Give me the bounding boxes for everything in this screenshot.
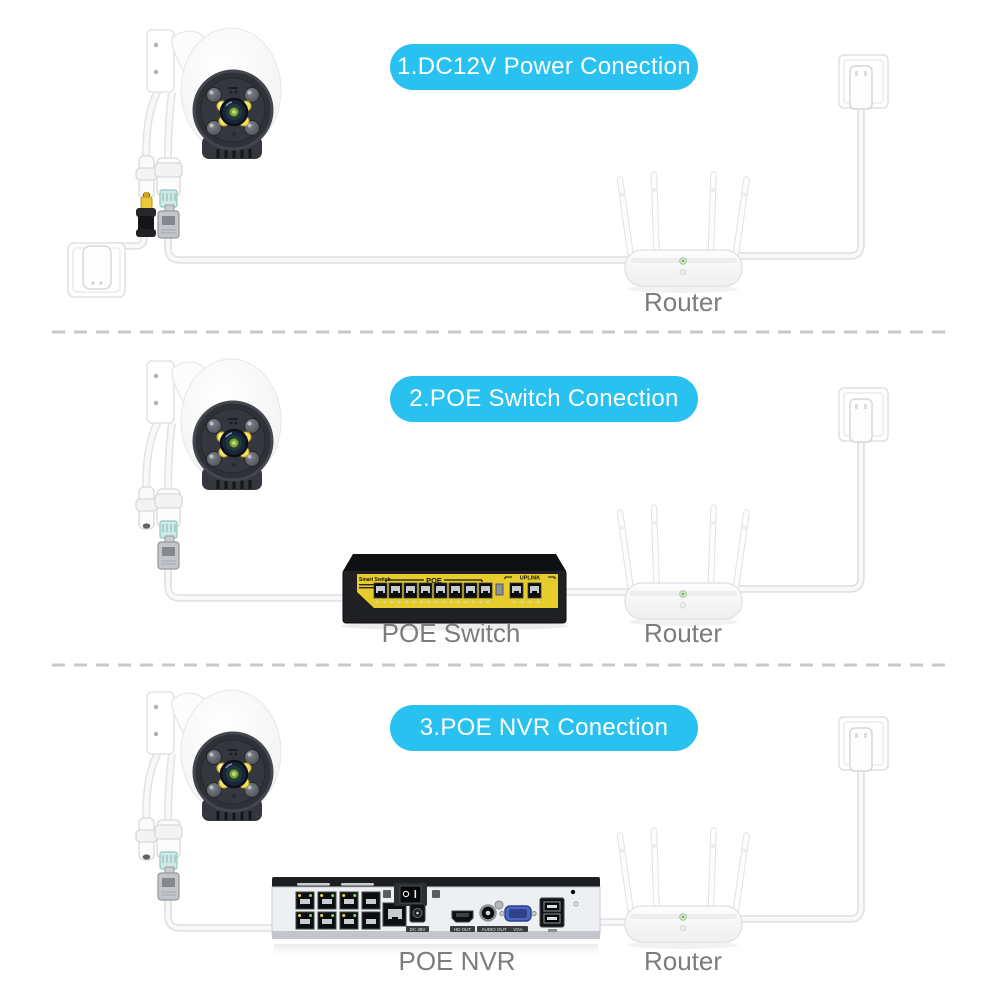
nvr-audio-out: AUDIO OUT xyxy=(477,900,511,932)
svg-text:AUDIO OUT: AUDIO OUT xyxy=(481,927,506,932)
ptz-camera-2 xyxy=(136,359,281,569)
nvr-lan-port xyxy=(382,902,407,927)
nvr-dc-jack: DC 48V xyxy=(406,903,429,932)
wall-power-cable-s1 xyxy=(735,106,865,260)
wifi-router-1 xyxy=(616,171,751,294)
wifi-router-2 xyxy=(616,504,751,627)
ethernet-cable-camera-nvr-s3 xyxy=(164,900,295,932)
ptz-camera-1 xyxy=(136,28,281,238)
wall-outlet-2 xyxy=(838,387,889,443)
nvr-usb-ports xyxy=(539,897,565,932)
poe-nvr-device: DC 48V HD OUT AUDIO OUT VGA xyxy=(271,877,601,960)
ethernet-cable-camera-router-s1 xyxy=(164,238,635,264)
power-adapter-left xyxy=(82,245,112,290)
nvr-power-switch xyxy=(394,883,427,906)
ptz-camera-3 xyxy=(136,690,281,900)
poe-switch-device: Smart Switch POE UPLINK xyxy=(341,554,569,631)
nvr-vga-port: VGA xyxy=(499,905,537,932)
switch-console-port xyxy=(495,583,504,596)
nvr-poe-ports xyxy=(295,891,381,930)
section-1-banner: 1.DC12V Power Conection xyxy=(390,44,698,90)
switch-brand-text: Smart Switch xyxy=(359,577,391,583)
wall-power-cable-s3 xyxy=(735,770,865,923)
wall-outlet-3 xyxy=(838,716,889,772)
nvr-reset-hole xyxy=(570,889,576,895)
section-3-banner: 3.POE NVR Conection xyxy=(390,705,698,751)
cables xyxy=(102,106,865,932)
wall-outlet-left xyxy=(67,242,126,298)
wifi-router-3 xyxy=(616,827,751,950)
wall-power-cable-s2 xyxy=(735,440,865,593)
poe-switch-label: POE Switch xyxy=(381,618,521,648)
router-label-1: Router xyxy=(643,287,723,317)
dc-power-plug xyxy=(136,192,156,237)
nvr-hdmi-port: HD OUT xyxy=(450,910,475,932)
svg-text:DC 48V: DC 48V xyxy=(410,927,426,932)
wall-outlet-1 xyxy=(838,54,889,110)
router-label-3: Router xyxy=(643,946,723,976)
switch-uplink-text: UPLINK xyxy=(520,576,541,582)
section-2-banner: 2.POE Switch Conection xyxy=(390,376,698,422)
nvr-reflection xyxy=(274,944,598,960)
nvr-ground-screw xyxy=(573,901,579,907)
ethernet-cable-camera-switch-s2 xyxy=(164,569,365,602)
router-label-2: Router xyxy=(643,618,723,648)
poe-nvr-label: POE NVR xyxy=(398,946,516,976)
switch-poe-text: POE xyxy=(426,576,442,585)
switch-shadow xyxy=(341,621,569,631)
svg-text:HD OUT: HD OUT xyxy=(454,927,471,932)
svg-text:VGA: VGA xyxy=(513,927,523,932)
